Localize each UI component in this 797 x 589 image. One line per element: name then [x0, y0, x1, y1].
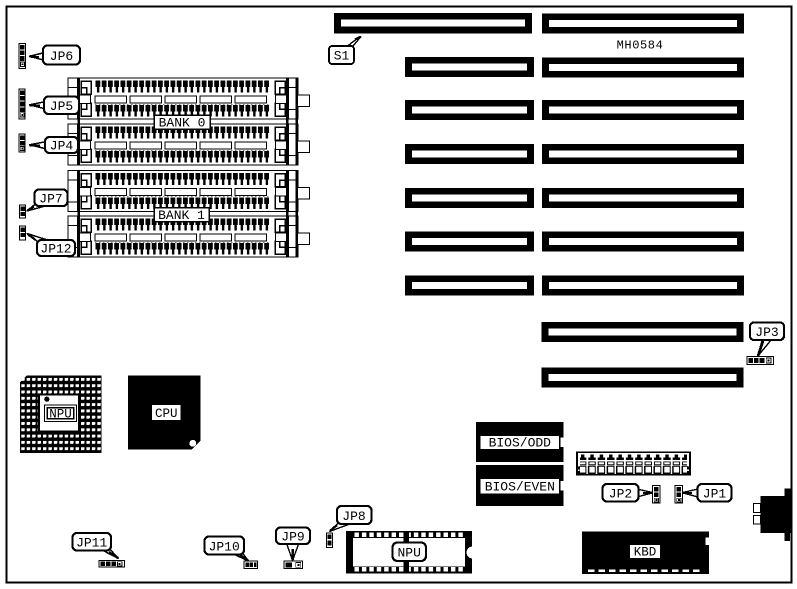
svg-text:NPU: NPU [49, 408, 72, 422]
svg-text:BIOS/ODD: BIOS/ODD [489, 435, 552, 450]
svg-text:CPU: CPU [155, 407, 178, 421]
svg-text:JP3: JP3 [755, 325, 778, 340]
svg-text:JP1: JP1 [703, 487, 727, 502]
svg-text:JP8: JP8 [342, 509, 365, 524]
svg-text:JP9: JP9 [281, 530, 304, 545]
svg-text:JP11: JP11 [76, 536, 107, 551]
svg-text:NPU: NPU [397, 546, 420, 561]
svg-text:BANK 1: BANK 1 [158, 208, 205, 223]
svg-text:JP10: JP10 [209, 539, 240, 554]
svg-text:MH0584: MH0584 [617, 39, 664, 53]
svg-text:JP4: JP4 [50, 139, 74, 154]
svg-text:JP7: JP7 [39, 191, 62, 206]
svg-text:JP5: JP5 [50, 99, 73, 114]
svg-text:JP2: JP2 [609, 487, 632, 502]
svg-text:S1: S1 [334, 49, 350, 64]
svg-text:BIOS/EVEN: BIOS/EVEN [485, 479, 555, 494]
svg-text:JP12: JP12 [40, 242, 71, 257]
svg-text:KBD: KBD [634, 545, 657, 559]
svg-text:BANK 0: BANK 0 [159, 115, 206, 130]
svg-text:JP6: JP6 [50, 49, 73, 64]
